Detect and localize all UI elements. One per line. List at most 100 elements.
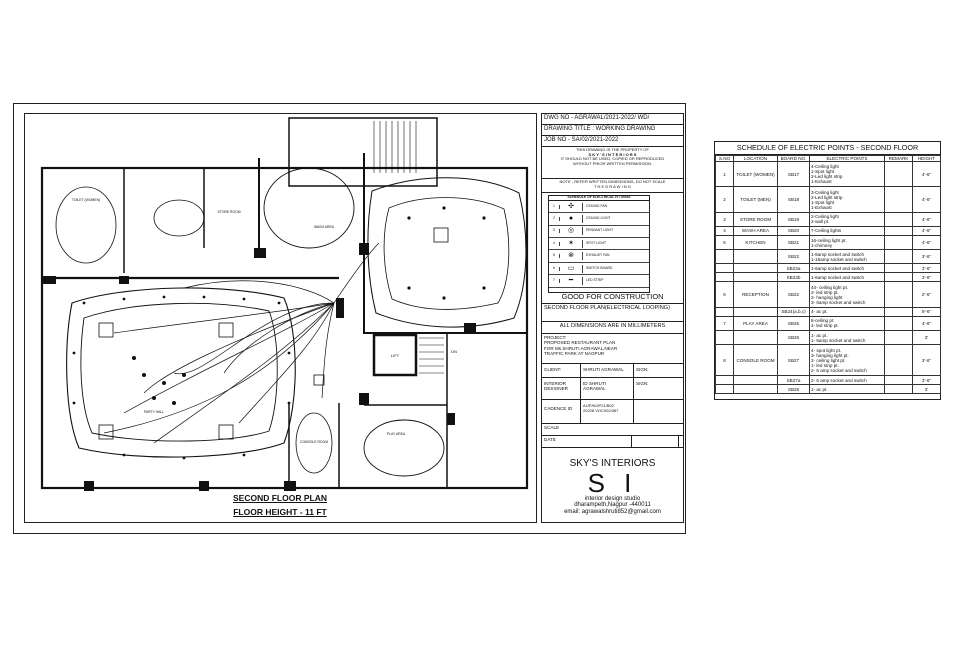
cell-remark (884, 160, 913, 188)
cell-sno (715, 329, 734, 346)
legend-symbol-icon: ▭ (560, 264, 583, 273)
legend-item-number: 1 (549, 204, 560, 209)
legend-symbol-icon: ━ (560, 276, 583, 285)
brand-address: dharampeth,Nagpur -440011 (574, 502, 651, 509)
cell-remark (884, 225, 913, 236)
legend-item: 1✣CEILING FAN (549, 201, 649, 214)
cell-board: SB28 (777, 384, 810, 395)
cell-remark (884, 249, 913, 265)
cell-remark (884, 384, 913, 395)
legend-item-number: 4 (549, 241, 560, 246)
room-label-dn: DN (451, 349, 457, 354)
cell-location (733, 329, 778, 346)
legend-table: SCHEDULE OF ELECTRICAL FITTINGS 1✣CEILIN… (548, 195, 650, 293)
brand-name: SKY'S INTERIORS (569, 458, 656, 469)
date-label: DATE (544, 437, 556, 442)
cell-height: 3'-6" (912, 272, 941, 283)
brand-block: SKY'S INTERIORS S I interior design stud… (542, 457, 683, 522)
dwg-number: DWG NO - AGRAWAL/2021-2022/ WD/ (542, 114, 683, 125)
cell-sno: 4 (715, 225, 734, 236)
cell-location (733, 249, 778, 265)
cell-location: CONSOLE ROOM (733, 344, 778, 377)
cell-location (733, 306, 778, 317)
legend-symbol-icon: ◎ (560, 227, 583, 236)
cell-height: 3'-6" (912, 344, 941, 377)
designer-label: INTERIOR DESIGNER (542, 378, 581, 399)
designer-value-line: ID SHRUTI (583, 381, 606, 386)
property-note-line: S K Y ' S I N T E R I O R S (588, 151, 637, 157)
cell-height: 4'-6" (912, 160, 941, 188)
client-label: CLIENT: (542, 364, 581, 377)
cell-board: SB18 (777, 186, 810, 213)
cell-sno (715, 306, 734, 317)
title-block: DWG NO - AGRAWAL/2021-2022/ WD/ DRAWING … (541, 113, 684, 523)
legend-item-label: SPOT LIGHT (586, 240, 607, 245)
cell-board: SB25 (777, 315, 810, 331)
cell-height: 2'-6" (912, 281, 941, 308)
cell-board: SB23b (777, 272, 810, 283)
header-remark: REMARK (884, 155, 913, 162)
cell-board: SB22 (777, 249, 810, 265)
cell-points: 1- ac pt. 1- 6amp socket and switch (809, 329, 885, 346)
room-label-console-room: CONSOLE ROOM (300, 440, 328, 444)
legend-symbol-icon: ⊗ (560, 252, 583, 261)
cell-height: 4'-6" (912, 225, 941, 236)
cell-board: SB19 (777, 211, 810, 227)
room-label-lift: LIFT (391, 353, 400, 358)
legend-symbol-icon: ✶ (560, 239, 583, 248)
electric-schedule: SCHEDULE OF ELECTRIC POINTS - SECOND FLO… (714, 141, 941, 400)
client-value: SHRUTI AGRAWAL (581, 364, 634, 377)
designer-label-line: INTERIOR (544, 381, 566, 386)
cell-points: 1- ac pt. (809, 384, 885, 395)
project-line: TRAFFIC PARK AT NAGPUR (544, 350, 605, 356)
scale-note-line: T H E D R A W I N G (594, 183, 631, 189)
legend-item-number: 7 (549, 278, 560, 283)
legend-item: 7━LED STRIP (549, 275, 649, 288)
designer-value: ID SHRUTI AGRAWAL (581, 378, 634, 399)
legend-item: 2●CEILING LIGHT (549, 213, 649, 226)
legend-item-label: CEILING FAN (586, 203, 608, 208)
cell-height: 4'-6" (912, 211, 941, 227)
cell-sno: 2 (715, 186, 734, 213)
cell-points: 44- ceiling light pt. 2- led strip pt. 2… (809, 281, 885, 308)
schedule-table: S.NO LOCATION BOARD NO. ELECTRIC POINTS … (715, 155, 941, 395)
project-line: FOR Ms.SHRUTI AGRAWAL,NEAR (544, 345, 618, 351)
cell-sno: 8 (715, 344, 734, 377)
property-note-line: IT SHOULD NOT BE USED, COPIED OR REPRODU… (560, 156, 665, 162)
cell-remark (884, 186, 913, 213)
cell-points: 4- spot light pt. 3- hanging light pt. 2… (809, 344, 885, 377)
legend-item-number: 2 (549, 216, 560, 221)
cell-remark (884, 272, 913, 283)
cell-board: SB27a (777, 375, 810, 386)
scale-note: NOTE - REFER WRITTEN DIMENSIONS, DO NOT … (542, 179, 683, 193)
drawing-title: DRAWING TITLE : WORKING DRAWING (542, 125, 683, 136)
cell-location: RECEPTION (733, 281, 778, 308)
cell-remark (884, 375, 913, 386)
cell-board: SB22 (777, 281, 810, 308)
legend-item: 4✶SPOT LIGHT (549, 238, 649, 251)
cell-remark (884, 315, 913, 331)
cadence-value: AIJP/NGP21/B02 20228 VOC002/367 (581, 400, 634, 423)
cell-sno (715, 375, 734, 386)
cell-board: SB27 (777, 344, 810, 377)
property-notice: THIS DRAWING IS THE PROPERTY OF S K Y ' … (542, 147, 683, 179)
legend-panel: SCHEDULE OF ELECTRICAL FITTINGS 1✣CEILIN… (542, 193, 683, 304)
cadence-value-line: AIJP/NGP21/B02 (583, 403, 614, 408)
legend-symbol-icon: ● (560, 214, 583, 224)
designer-value-line: AGRAWAL (583, 386, 606, 392)
cadence-row: CADENCE ID AIJP/NGP21/B02 20228 VOC002/3… (542, 400, 683, 424)
cell-height: 3' (912, 329, 941, 346)
cell-board: SB21 (777, 234, 810, 251)
cell-height: 9'-6" (912, 306, 941, 317)
cell-board: SB20 (777, 225, 810, 236)
cell-location (733, 263, 778, 274)
cell-height: 3'-6" (912, 263, 941, 274)
